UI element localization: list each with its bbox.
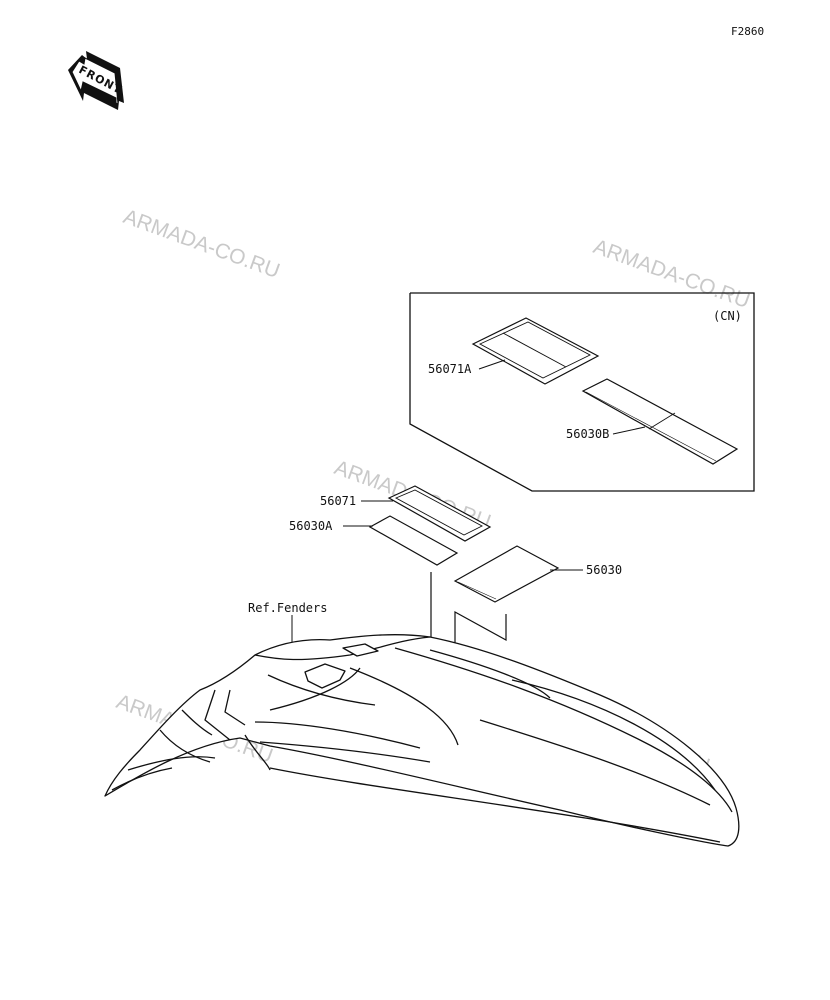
- label-56030: [453, 545, 560, 603]
- cn-variant-box: [409, 292, 755, 492]
- front-arrow-icon: FRONT: [68, 51, 124, 110]
- part-number-56030: 56030: [586, 563, 622, 577]
- label-56071: [387, 485, 492, 542]
- variant-label: (CN): [713, 309, 742, 323]
- watermark: ARMADA-CO.RU: [120, 205, 282, 283]
- part-number-56030a: 56030A: [289, 519, 333, 533]
- rear-fender: [104, 634, 740, 847]
- watermark: ARMADA-CO.RU: [590, 235, 752, 313]
- label-56071a: [471, 317, 600, 385]
- part-number-56071a: 56071A: [428, 362, 472, 376]
- part-number-56030b: 56030B: [566, 427, 609, 441]
- figure-code: F2860: [731, 25, 764, 38]
- part-number-56071: 56071: [320, 494, 356, 508]
- label-56030a: [368, 515, 459, 566]
- label-56030b: [581, 378, 739, 465]
- reference-label: Ref.Fenders: [248, 601, 327, 615]
